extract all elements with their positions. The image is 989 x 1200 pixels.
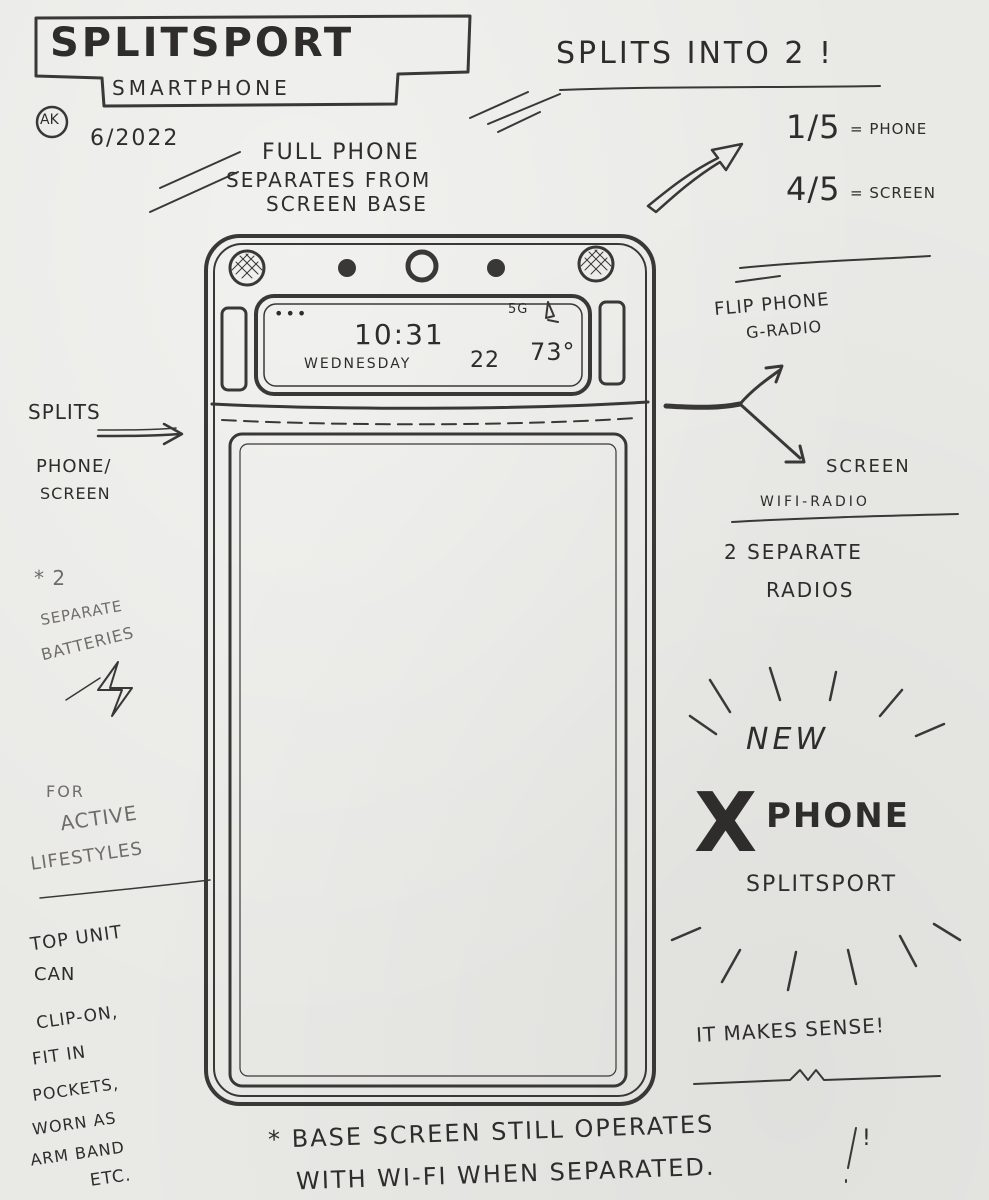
lightning-icon — [97, 661, 133, 717]
display-time: 10:31 — [354, 318, 445, 351]
sketch-date: 6/2022 — [90, 126, 180, 151]
ratio-screen-fraction: 4/5 — [786, 170, 841, 208]
splits-arrow-line — [97, 427, 177, 431]
lightning-streak — [65, 677, 101, 701]
speaker-left-grille — [231, 253, 263, 279]
title-sub: SMARTPHONE — [112, 76, 291, 100]
tagline-squiggle — [693, 1069, 941, 1085]
promo-burst — [670, 666, 962, 992]
speaker-left-icon — [228, 249, 266, 287]
promo-phone: PHONE — [766, 796, 910, 836]
side-button-right — [598, 300, 626, 386]
radios-underline — [731, 513, 959, 523]
side-button-left — [220, 306, 248, 392]
sensor-right-icon — [487, 259, 505, 277]
notification-icon — [545, 301, 559, 323]
sensor-left-icon — [338, 259, 356, 277]
display-day: WEDNESDAY — [304, 356, 412, 372]
arrow-to-ratios — [646, 142, 744, 214]
ratio-phone-fraction: 1/5 — [786, 108, 841, 146]
ratio-screen-label: = SCREEN — [850, 184, 936, 202]
headline: SPLITS INTO 2 ! — [556, 36, 835, 71]
lifestyle-underline — [39, 879, 211, 899]
separation-note-line-2: SEPARATES FROM — [226, 168, 432, 192]
split-seam — [210, 400, 650, 410]
separation-note-line-1: FULL PHONE — [262, 140, 420, 165]
camera-icon — [405, 249, 439, 283]
display-signal: 5G — [508, 302, 529, 317]
branch-stem — [663, 401, 743, 410]
top-display-frame — [254, 294, 592, 396]
branch-bottom-line-2: WIFI-RADIO — [760, 494, 870, 510]
ratio-underline-short — [735, 275, 781, 283]
display-date-number: 22 — [470, 348, 500, 373]
signature-initials: AK — [40, 112, 59, 128]
batteries-note-line-1: * 2 — [34, 566, 67, 590]
base-screen-inner — [239, 443, 617, 1077]
splits-note-line-3: SCREEN — [40, 484, 111, 503]
separation-note-line-3: SCREEN BASE — [266, 192, 428, 216]
ratio-phone-label: = PHONE — [850, 120, 928, 138]
separate-radios-line-2: RADIOS — [766, 578, 855, 602]
top-unit-note-line-2: CAN — [34, 964, 76, 985]
split-seam-dashed — [221, 417, 637, 426]
display-temperature: 73° — [530, 338, 576, 366]
promo-name: SPLITSPORT — [746, 872, 898, 897]
top-display-inner — [263, 303, 583, 387]
branch-bottom-line-1: SCREEN — [826, 456, 911, 477]
footer-bang: ! — [862, 1126, 871, 1151]
base-screen — [228, 432, 628, 1088]
title-box — [34, 14, 472, 108]
splits-note-line-2: PHONE/ — [36, 456, 112, 477]
hatch-marks-left — [149, 151, 241, 213]
promo-x-logo: X — [694, 776, 758, 871]
speaker-right-icon — [577, 245, 615, 283]
lifestyle-note-line-1: FOR — [46, 782, 85, 801]
separate-radios-line-1: 2 SEPARATE — [724, 540, 863, 564]
promo-new: NEW — [746, 722, 830, 757]
hatch-marks-top — [469, 91, 561, 133]
title-main: SPLITSPORT — [50, 20, 355, 66]
phone-outer-body — [204, 234, 656, 1106]
ratio-underline — [739, 255, 931, 269]
footer-bang-mark — [845, 1127, 857, 1183]
phone-inner-body — [213, 243, 647, 1097]
branch-arrow-down — [738, 402, 806, 464]
splits-arrow — [96, 422, 184, 446]
branch-arrow-up — [738, 364, 784, 406]
display-dots: ••• — [274, 304, 309, 323]
signature-circle — [35, 105, 69, 139]
headline-underline — [559, 85, 881, 91]
splits-note-line-1: SPLITS — [28, 400, 101, 424]
speaker-right-grille — [580, 249, 612, 275]
